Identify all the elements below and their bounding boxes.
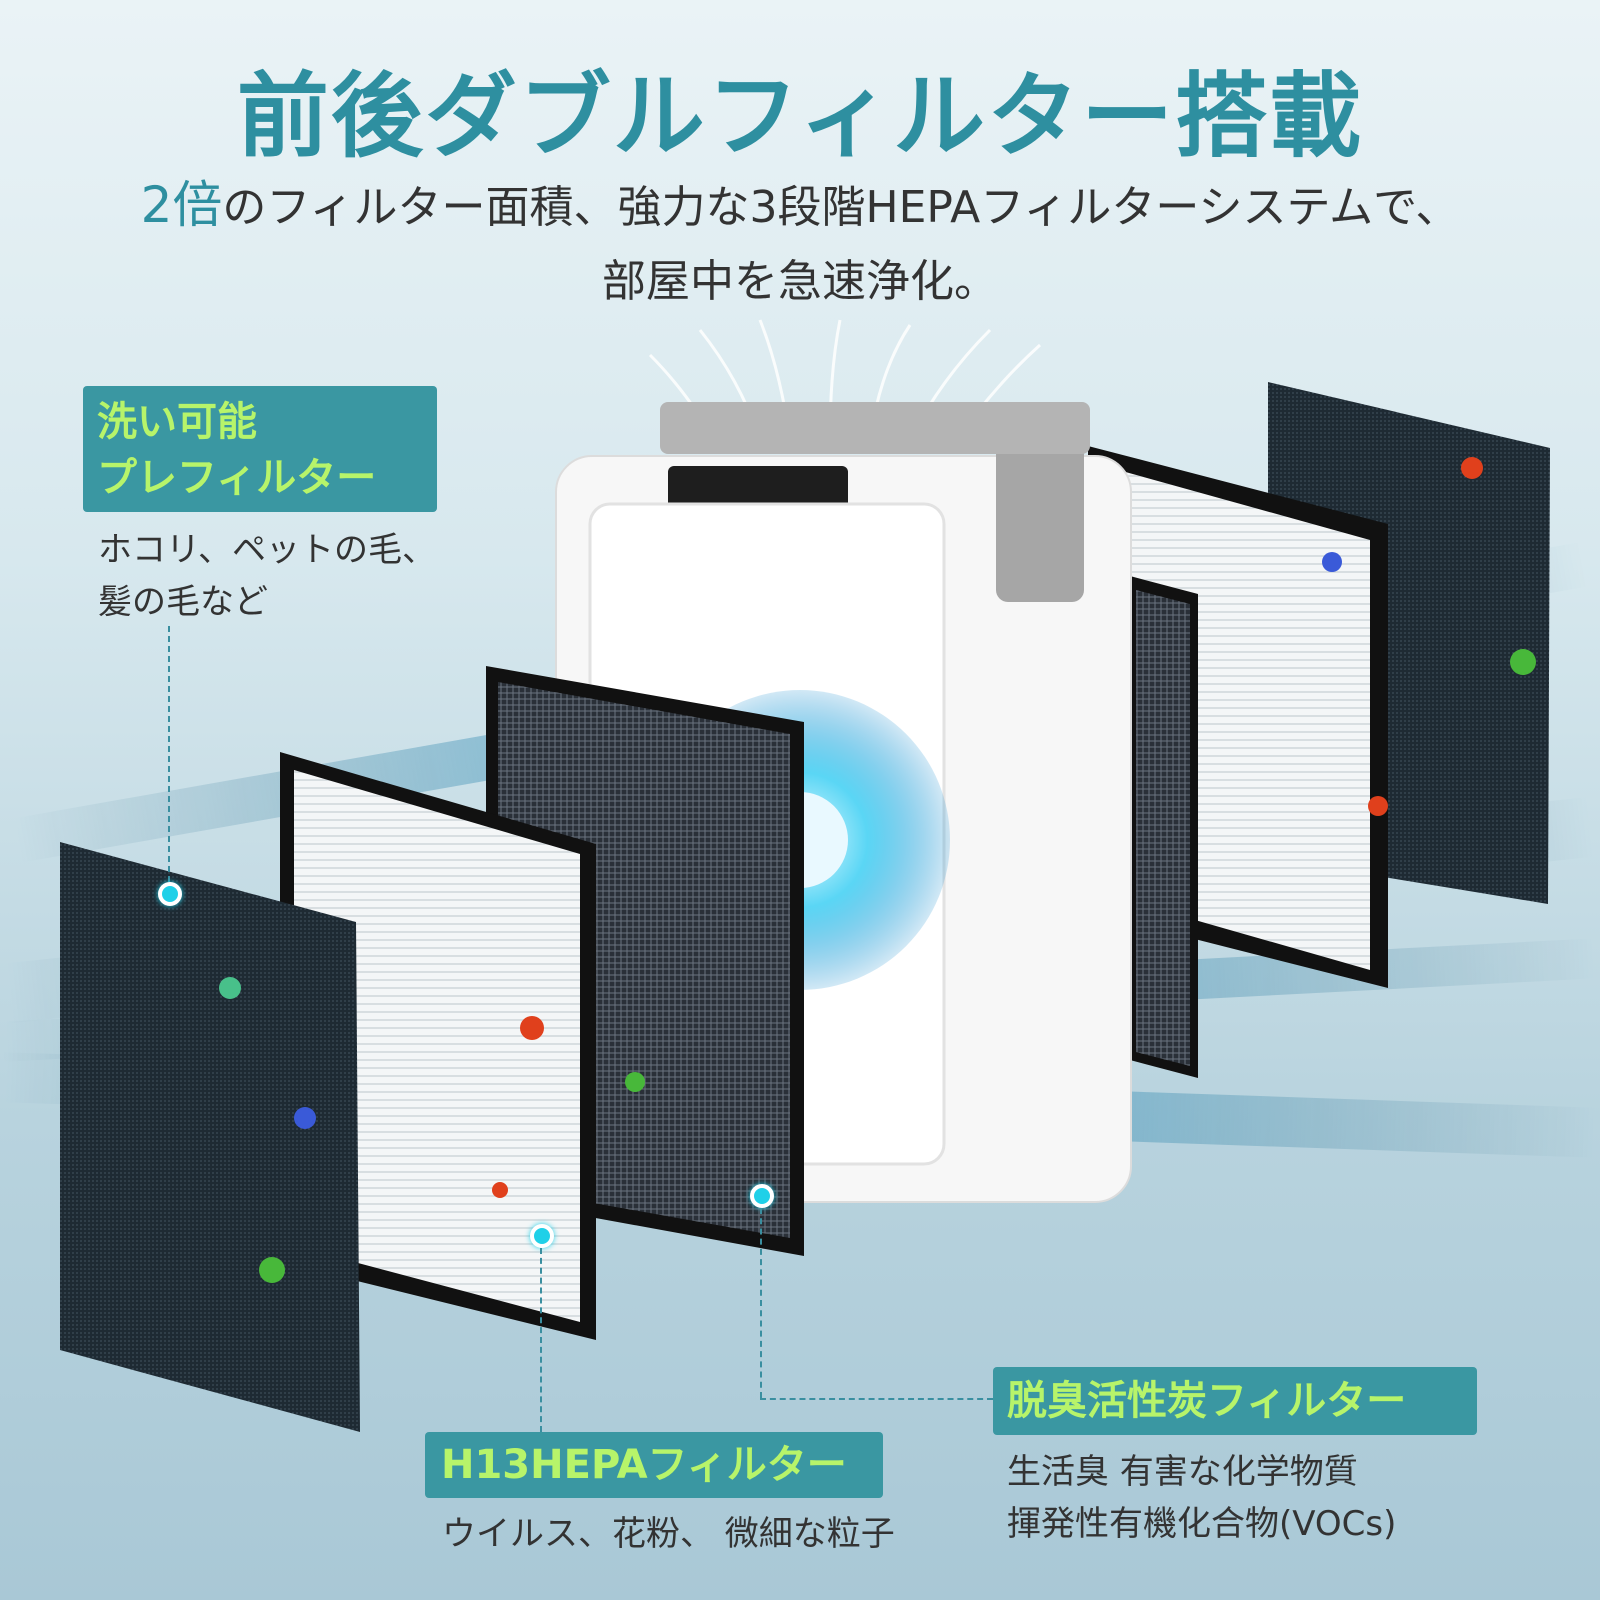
subtitle-line-1: 2倍のフィルター面積、強力な3段階HEPAフィルターシステムで、 [0,165,1600,237]
carbon-leader-line-vertical [760,1208,762,1398]
prefilter-desc-line-1: ホコリ、ペットの毛、 [98,530,436,570]
rear-prefilter [1136,590,1190,1066]
carbon-marker-dot [750,1184,774,1208]
subtitle-highlight: 2倍 [140,176,223,234]
hepa-leader-line [540,1248,542,1432]
prefilter-badge: 洗い可能 プレフィルター [83,386,437,512]
front-carbon-filter [60,842,360,1432]
prefilter-description: ホコリ、ペットの毛、 髪の毛など [98,524,436,628]
hepa-badge: H13HEPAフィルター [425,1432,883,1498]
subtitle-line-2: 部屋中を急速浄化。 [602,256,998,307]
prefilter-marker-dot [158,882,182,906]
subtitle-text: のフィルター面積、強力な3段階HEPAフィルターシステムで、 [222,182,1460,233]
hepa-marker-dot [530,1224,554,1248]
carbon-leader-line-horizontal [760,1398,993,1400]
carbon-desc-line-1: 生活臭 有害な化学物質 [1007,1452,1358,1492]
prefilter-leader-line [168,626,170,882]
page-title: 前後ダブルフィルター搭載 [236,63,1364,170]
germ-icons [219,457,1536,1283]
prefilter-badge-line-2: プレフィルター [97,455,377,501]
front-hepa-filter [294,770,580,1322]
carbon-badge: 脱臭活性炭フィルター [993,1367,1477,1435]
prefilter-desc-line-2: 髪の毛など [98,582,268,622]
carbon-desc-line-2: 揮発性有機化合物(VOCs) [1007,1504,1397,1544]
carbon-description: 生活臭 有害な化学物質 揮発性有機化合物(VOCs) [1007,1446,1396,1550]
hepa-description: ウイルス、花粉、 微細な粒子 [442,1514,895,1554]
prefilter-badge-line-1: 洗い可能 [97,399,257,445]
